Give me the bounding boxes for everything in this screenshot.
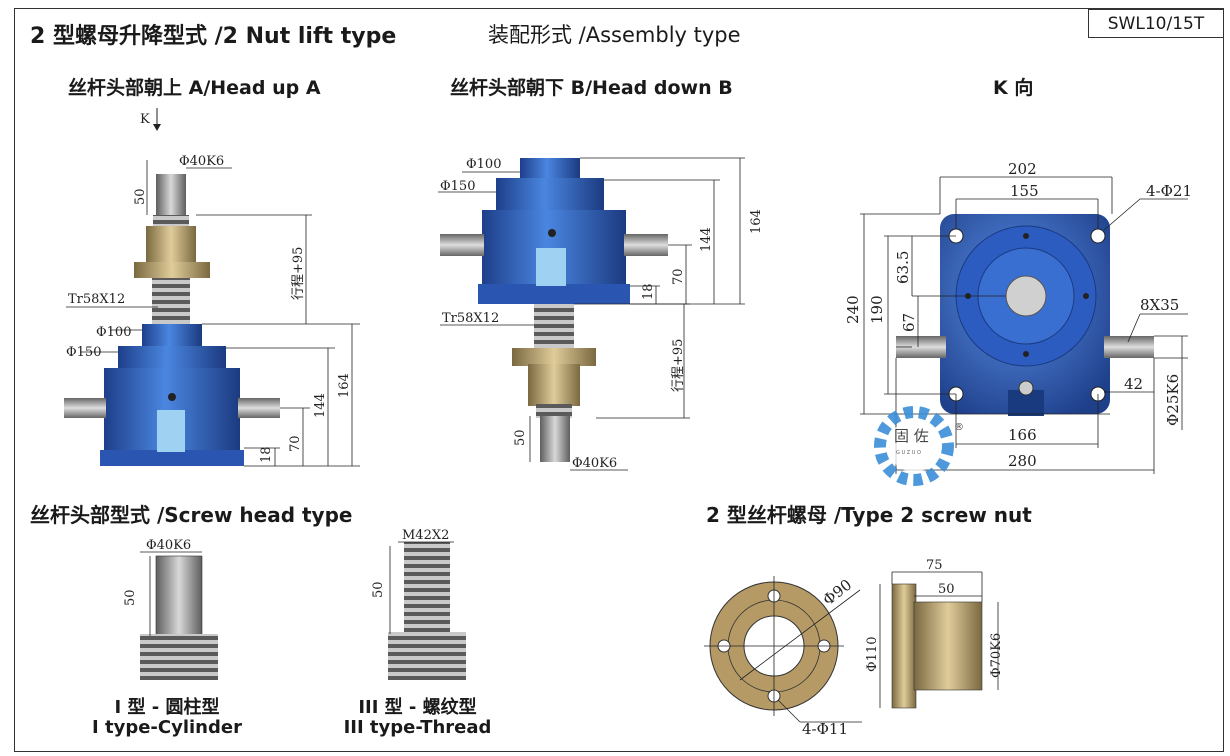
- screw-b: [534, 304, 574, 350]
- head-down-assembly: Φ100 Φ150 164 144 70 18 Tr58X12 行程+95 50…: [438, 157, 764, 471]
- cyl-len: 50: [123, 589, 138, 606]
- nut-d110: Φ110: [865, 637, 880, 672]
- k-shaft-right: [1104, 336, 1154, 358]
- screw-a: [152, 278, 190, 326]
- nut-holes: 4-Φ11: [802, 720, 848, 738]
- cylinder-caption-en: I type-Cylinder: [92, 717, 242, 738]
- dim-b-thread: Tr58X12: [442, 311, 499, 326]
- model-code-box: SWL10/15T: [1088, 9, 1224, 38]
- k-shaft-left: [896, 336, 946, 358]
- dim-k-240: 240: [844, 295, 862, 324]
- dim-a-164: 164: [337, 373, 352, 398]
- dim-k-67: 67: [900, 313, 918, 332]
- nut-body-a: [146, 226, 196, 264]
- dim-a-70: 70: [288, 435, 303, 452]
- base-a: [100, 450, 244, 466]
- thr-dim: M42X2: [402, 528, 449, 543]
- logo-reg: ®: [954, 422, 964, 433]
- guzuo-logo: 固 佐 G U Z U O ®: [874, 406, 964, 486]
- cap-a: [142, 324, 202, 348]
- head-down-title: 丝杆头部朝下 B/Head down B: [450, 77, 733, 99]
- dim-b-164: 164: [749, 209, 764, 234]
- dim-k-190: 190: [868, 295, 886, 324]
- logo-text: 固 佐: [894, 427, 929, 445]
- cylinder-caption-cn: I 型 - 圆柱型: [114, 697, 220, 718]
- dim-b-d100: Φ100: [466, 157, 501, 172]
- dim-k-key: 8X35: [1140, 296, 1179, 314]
- thread-caption-cn: III 型 - 螺纹型: [358, 697, 477, 718]
- logo-small: G U Z U O: [896, 450, 921, 456]
- dim-a-18: 18: [259, 446, 274, 463]
- input-shaft-left-b: [440, 234, 484, 256]
- nut-50: 50: [938, 582, 955, 597]
- base-b: [478, 284, 630, 304]
- assembly-type-label: 装配形式 /Assembly type: [488, 23, 741, 47]
- nut-side-view: 75 50 Φ110 Φ70K6: [865, 558, 1004, 709]
- thread-caption: III 型 - 螺纹型 III type-Thread: [330, 698, 505, 738]
- drawing-frame: [14, 8, 1224, 752]
- dim-b-70: 70: [671, 268, 686, 285]
- nut-body-b: [528, 364, 580, 406]
- dim-b-shaft: Φ40K6: [572, 456, 617, 471]
- thread-head-drawing: M42X2 50: [371, 528, 466, 680]
- dim-a-shaft: Φ40K6: [179, 154, 224, 169]
- dim-k-280: 280: [1008, 452, 1037, 470]
- screw-head-title: 丝杆头部型式 /Screw head type: [30, 503, 353, 527]
- dim-a-50: 50: [133, 188, 148, 205]
- input-shaft-left-a: [64, 398, 106, 418]
- dim-k-shaft: Φ25K6: [1164, 374, 1182, 426]
- dim-k-63: 63.5: [894, 251, 912, 284]
- dim-a-144: 144: [313, 393, 328, 418]
- head-up-assembly: K: [64, 108, 360, 467]
- dim-a-d150: Φ150: [66, 345, 101, 360]
- thread-upper-a: [153, 215, 189, 229]
- nut-flange-a: [134, 262, 210, 278]
- k-arrow-label: K: [140, 112, 150, 127]
- shaft-b: [540, 416, 570, 462]
- k-view: 202 155 4-Φ21 240 190 63.5 67 8X35 42 Φ2…: [844, 160, 1192, 474]
- dim-a-stroke: 行程+95: [291, 247, 306, 300]
- nut-d90: Φ90: [819, 576, 855, 610]
- dim-b-144: 144: [699, 227, 714, 252]
- input-shaft-right-a: [238, 398, 280, 418]
- shaft-a: [156, 174, 186, 218]
- dim-a-thread: Tr58X12: [68, 292, 125, 307]
- cyl-dim: Φ40K6: [146, 538, 191, 553]
- dim-k-155: 155: [1010, 182, 1039, 200]
- thread-caption-en: III type-Thread: [343, 717, 492, 738]
- nut-front-view: Φ90 4-Φ11: [704, 576, 862, 738]
- cylinder-caption: I 型 - 圆柱型 I type-Cylinder: [92, 698, 242, 738]
- dim-a-d100: Φ100: [96, 325, 131, 340]
- dim-b-d150: Φ150: [440, 179, 475, 194]
- thr-len: 50: [371, 581, 386, 598]
- dim-b-stroke: 行程+95: [671, 339, 686, 392]
- dim-k-holes: 4-Φ21: [1146, 182, 1192, 200]
- dim-k-202: 202: [1008, 160, 1037, 178]
- dim-k-42: 42: [1124, 375, 1143, 393]
- k-view-title: K 向: [993, 77, 1034, 99]
- cap-b: [520, 158, 580, 180]
- input-shaft-right-b: [624, 234, 668, 256]
- nut-flange-b: [512, 348, 596, 366]
- nut-d70: Φ70K6: [989, 633, 1004, 678]
- nut-75: 75: [926, 558, 943, 573]
- dim-b-50: 50: [513, 429, 528, 446]
- page-title: 2 型螺母升降型式 /2 Nut lift type: [30, 24, 397, 49]
- dim-b-18: 18: [641, 283, 656, 300]
- dim-k-166: 166: [1008, 426, 1037, 444]
- cylinder-head-drawing: Φ40K6 50: [123, 538, 218, 680]
- nut-title: 2 型丝杆螺母 /Type 2 screw nut: [706, 503, 1032, 527]
- head-up-title: 丝杆头部朝上 A/Head up A: [68, 77, 321, 99]
